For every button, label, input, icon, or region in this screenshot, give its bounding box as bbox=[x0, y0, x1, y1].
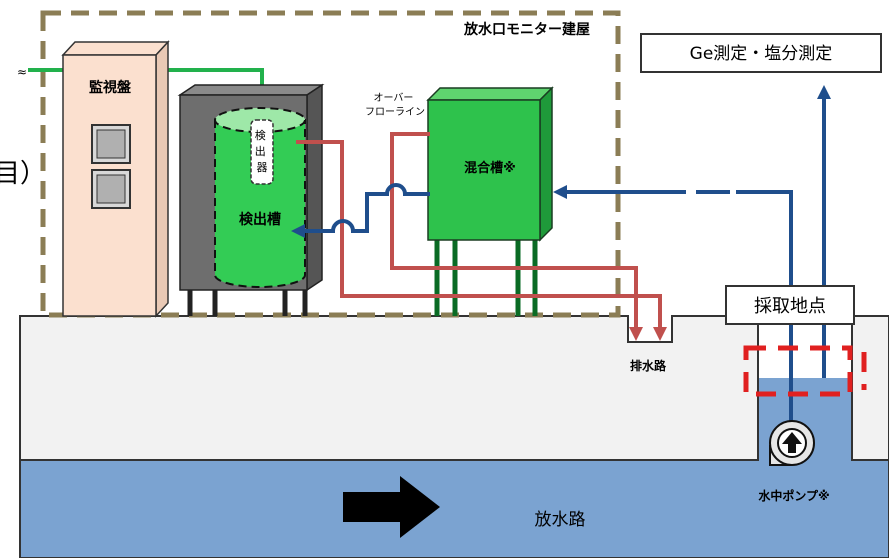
panel-label: 監視盤 bbox=[89, 79, 132, 96]
intake-line-gap bbox=[686, 186, 696, 198]
discharge-water bbox=[19, 459, 889, 558]
mixing-tank-label: 混合槽※ bbox=[464, 160, 516, 176]
sampling-point-box bbox=[725, 285, 855, 325]
transfer-line bbox=[291, 183, 430, 238]
submersible-pump bbox=[769, 420, 815, 466]
mixing-overflow-line bbox=[390, 132, 643, 341]
pump-arrow-icon bbox=[782, 432, 802, 453]
ge-measurement-box bbox=[640, 33, 882, 73]
detector bbox=[250, 119, 274, 185]
mixing-tank bbox=[426, 86, 554, 316]
overflow-label: オーバー フローライン bbox=[365, 92, 425, 118]
detection-overflow-line bbox=[296, 140, 667, 341]
drain-label: 排水路 bbox=[630, 358, 667, 373]
flow-arrow-icon bbox=[343, 476, 440, 538]
signal-break-mark: ≈ bbox=[17, 65, 27, 79]
ge-measurement-label: Ge測定・塩分測定 bbox=[690, 44, 833, 64]
intake-line-gap-2 bbox=[730, 186, 736, 198]
detector-label: 検 出 器 bbox=[255, 128, 270, 174]
monitoring-panel bbox=[61, 40, 170, 318]
left-fragment-text: 目） bbox=[0, 159, 46, 189]
building-title: 放水口モニター建屋 bbox=[463, 21, 590, 38]
pump-label: 水中ポンプ※ bbox=[758, 488, 829, 503]
sampling-point-label: 採取地点 bbox=[754, 296, 826, 317]
discharge-label: 放水路 bbox=[535, 510, 586, 530]
sampling-area-dashed bbox=[743, 345, 853, 397]
building-border bbox=[40, 10, 621, 318]
detection-tank-label: 検出槽 bbox=[239, 211, 281, 228]
